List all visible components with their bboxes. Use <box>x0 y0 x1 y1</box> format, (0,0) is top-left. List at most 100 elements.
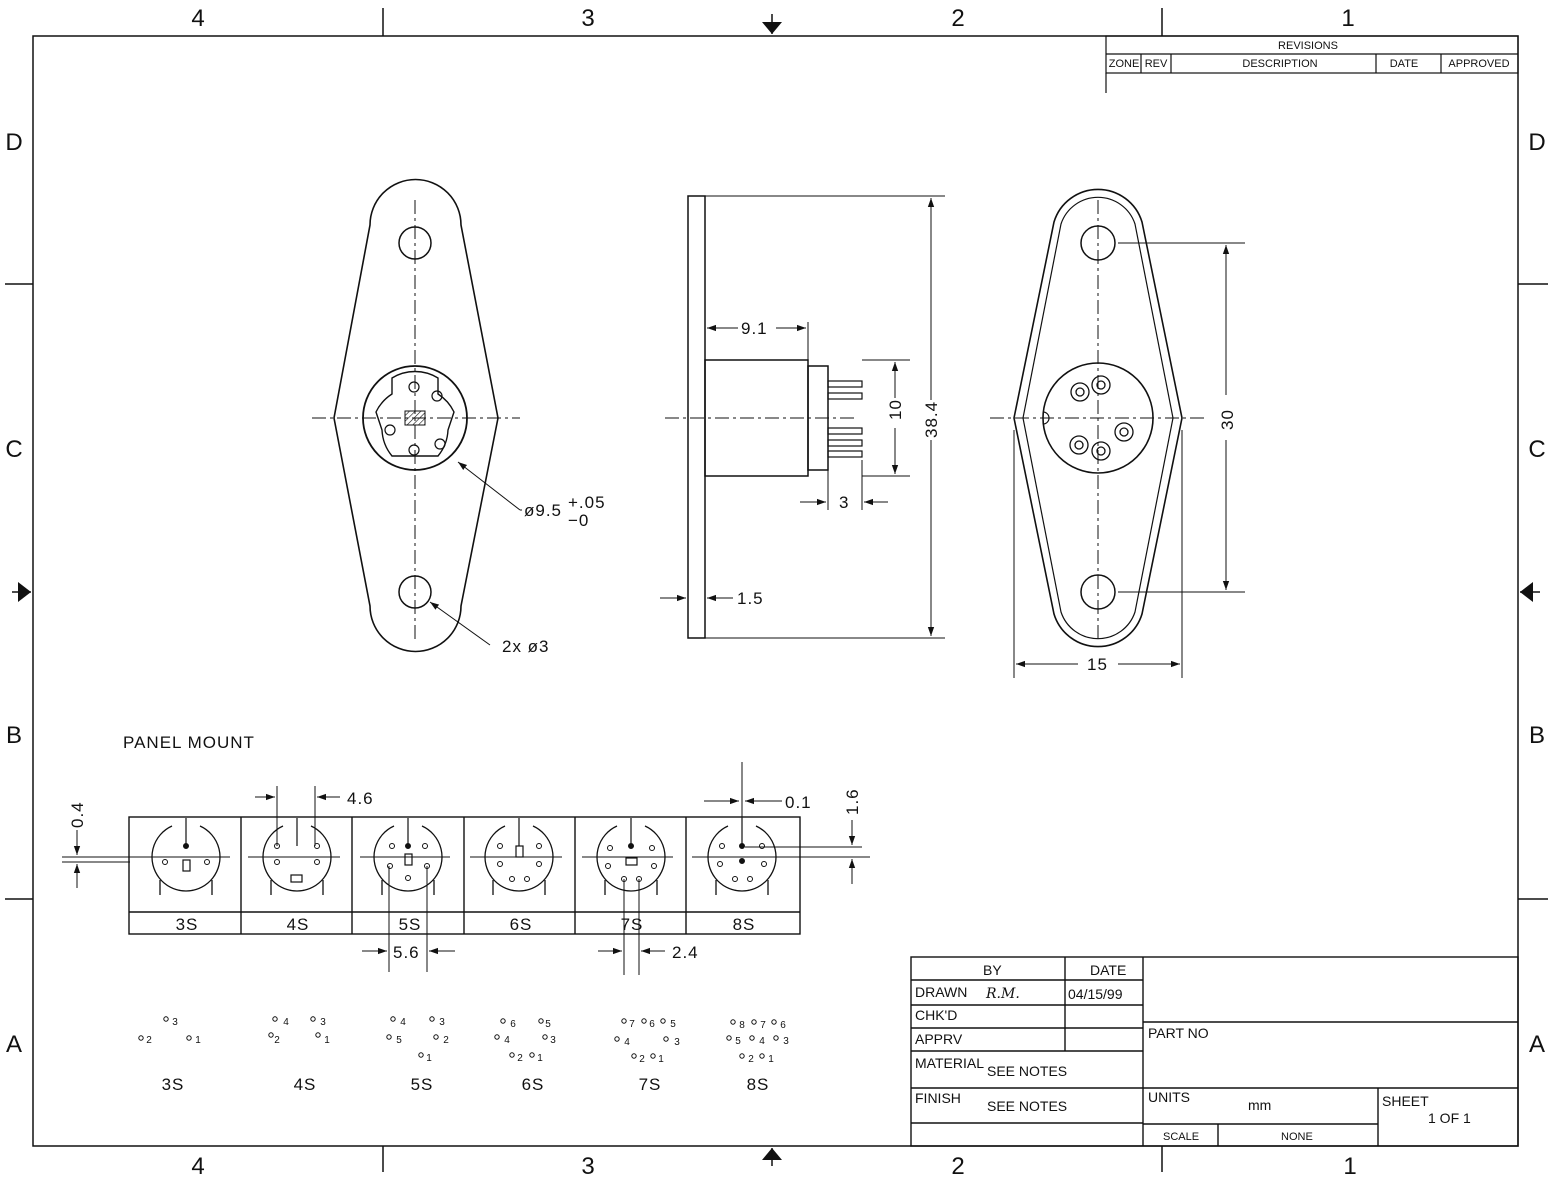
zone-right-a: A <box>1529 1031 1545 1058</box>
zone-left-a: A <box>6 1031 22 1058</box>
tb-part-no-label: PART NO <box>1148 1025 1209 1041</box>
pin-label: 1 <box>426 1053 432 1064</box>
panel-dim-1-6: 1.6 <box>843 788 862 815</box>
pinout-label: 6S <box>522 1075 545 1094</box>
panel-dim-0-4: 0.4 <box>68 801 87 828</box>
pinout-3s: 3 2 1 3S <box>138 1016 201 1094</box>
pin-label: 6 <box>780 1020 786 1031</box>
panel-dim-4-6: 4.6 <box>347 789 374 808</box>
tb-finish-value: SEE NOTES <box>987 1098 1067 1114</box>
front-bore-tol-upper: +.05 <box>568 493 606 512</box>
pin-label: 1 <box>195 1035 201 1046</box>
pinout-4s: 4 3 2 1 4S <box>268 1016 330 1094</box>
pin-label: 2 <box>443 1035 449 1046</box>
pinout-6s: 6 5 4 3 2 1 6S <box>494 1018 556 1094</box>
revisions-table: REVISIONS ZONE REV DESCRIPTION DATE APPR… <box>1105 35 1519 93</box>
variant-label-6s: 6S <box>510 915 533 934</box>
pin-label: 3 <box>674 1037 680 1048</box>
tb-drawn-by: R.M. <box>985 986 1020 1002</box>
tb-finish-label: FINISH <box>915 1090 961 1106</box>
zone-right-d: D <box>1528 129 1545 156</box>
zone-right-b: B <box>1529 722 1545 749</box>
tb-date-header: DATE <box>1090 962 1126 978</box>
side-view-dims <box>660 195 945 639</box>
zone-bottom-3: 3 <box>581 1153 594 1180</box>
pin-label: 5 <box>545 1019 551 1030</box>
zone-bottom-1: 1 <box>1343 1153 1356 1180</box>
revisions-title: REVISIONS <box>1278 40 1338 52</box>
pin-label: 1 <box>768 1054 774 1065</box>
rev-col-approved: APPROVED <box>1448 58 1509 70</box>
centering-marks <box>12 14 1540 1166</box>
tb-drawn-date: 04/15/99 <box>1068 986 1123 1002</box>
variant-label-4s: 4S <box>287 915 310 934</box>
rear-view: 30 15 <box>990 188 1245 678</box>
pinout-label: 7S <box>639 1075 662 1094</box>
zone-bottom-4: 4 <box>191 1153 204 1180</box>
rear-flange-inner-outline <box>1022 196 1174 640</box>
zone-labels: 4 3 2 1 4 3 2 1 D C B A D C B A <box>5 5 1545 1180</box>
pin-label: 7 <box>629 1019 635 1030</box>
front-view: ø9.5 +.05 −0 2x ø3 <box>312 178 606 656</box>
panel-mount-sockets <box>151 825 777 895</box>
panel-dim-5-6: 5.6 <box>393 943 420 962</box>
zone-left-b: B <box>6 722 22 749</box>
panel-mount-keys <box>182 818 743 883</box>
pin-label: 4 <box>624 1037 630 1048</box>
pin-label: 5 <box>396 1035 402 1046</box>
front-socket-outer <box>362 365 468 471</box>
pin-label: 1 <box>324 1035 330 1046</box>
zone-top-4: 4 <box>191 5 204 32</box>
pinout-label: 4S <box>294 1075 317 1094</box>
pinout-8s: 8 7 6 5 4 3 2 1 8S <box>726 1019 789 1094</box>
zone-left-c: C <box>5 436 22 463</box>
border-frame <box>5 8 1548 1172</box>
panel-mount-pins <box>162 843 767 882</box>
pin-label: 8 <box>739 1020 745 1031</box>
tb-sheet-label: SHEET <box>1382 1093 1429 1109</box>
title-block: BY DATE DRAWN R.M. 04/15/99 CHK'D APPRV … <box>910 956 1519 1147</box>
zone-bottom-2: 2 <box>951 1153 964 1180</box>
rear-flange-outline <box>1013 188 1183 648</box>
pin-label: 2 <box>639 1054 645 1065</box>
pin-label: 5 <box>670 1019 676 1030</box>
panel-dim-0-1: 0.1 <box>785 793 812 812</box>
pinout-label: 3S <box>162 1075 185 1094</box>
front-mount-hole-top <box>398 226 432 260</box>
pin-label: 4 <box>283 1017 289 1028</box>
front-flange-outline <box>333 178 499 653</box>
tb-units-value: mm <box>1248 1097 1271 1113</box>
front-hole-callout: 2x ø3 <box>502 637 550 656</box>
front-bore-tol-lower: −0 <box>568 511 589 530</box>
pin-label: 5 <box>735 1036 741 1047</box>
panel-mount-title: PANEL MOUNT <box>123 733 255 752</box>
pinout-5s: 4 3 5 2 1 5S <box>386 1016 449 1094</box>
zone-left-d: D <box>5 129 22 156</box>
zone-top-1: 1 <box>1341 5 1354 32</box>
tb-sheet-value: 1 OF 1 <box>1428 1110 1471 1126</box>
rear-pin-terminals <box>1069 375 1134 461</box>
pin-label: 1 <box>658 1054 664 1065</box>
tb-scale-value: NONE <box>1281 1131 1313 1143</box>
front-socket-key-profile <box>375 370 455 457</box>
pin-label: 2 <box>748 1054 754 1065</box>
variant-label-5s: 5S <box>399 915 422 934</box>
pin-label: 4 <box>400 1017 406 1028</box>
tb-material-value: SEE NOTES <box>987 1063 1067 1079</box>
side-dim-pin-span: 10 <box>886 399 905 420</box>
zone-right-c: C <box>1528 436 1545 463</box>
tb-material-label: MATERIAL <box>915 1055 984 1071</box>
front-bore-dim: ø9.5 <box>524 501 562 520</box>
pin-label: 3 <box>550 1035 556 1046</box>
pin-label: 6 <box>510 1019 516 1030</box>
pin-label: 3 <box>783 1036 789 1047</box>
rear-dim-width: 15 <box>1087 655 1108 674</box>
pin-label: 7 <box>760 1020 766 1031</box>
panel-mount-variant-labels: 3S 4S 5S 6S 7S 8S <box>176 915 755 934</box>
front-mount-hole-bottom <box>398 575 432 609</box>
side-dim-height: 38.4 <box>922 401 941 438</box>
zone-top-2: 2 <box>951 5 964 32</box>
rev-col-zone: ZONE <box>1109 58 1140 70</box>
pinout-7s: 7 6 5 4 3 2 1 7S <box>614 1018 680 1094</box>
panel-dim-2-4: 2.4 <box>672 943 699 962</box>
